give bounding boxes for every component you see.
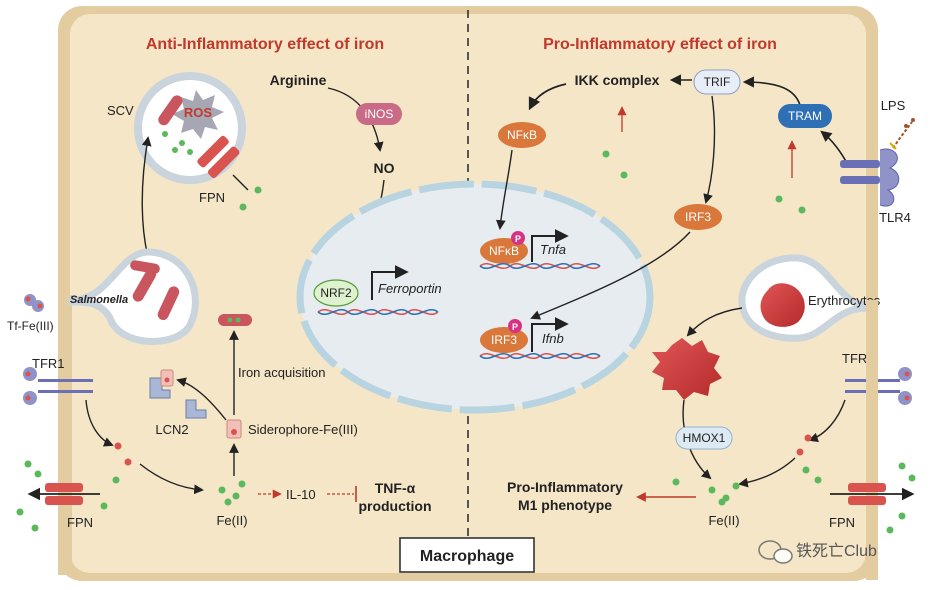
ifnb-promoter-arrow <box>531 317 569 352</box>
tram-to-trif-arrow <box>742 76 801 106</box>
irf3-p-protein <box>480 327 528 353</box>
ros-burst-icon <box>172 90 224 139</box>
salmonella-vacuole <box>68 248 199 345</box>
lcn2-icon <box>149 369 207 419</box>
hmox1-label: HMOX1 <box>683 431 726 445</box>
fpn-top-arrowline <box>232 174 249 191</box>
macrophage-label-box <box>399 537 535 573</box>
ikk-to-nfkb-arrow <box>528 83 567 111</box>
tfr1-right-arrow <box>808 399 846 443</box>
fe2-right-label: Fe(II) <box>708 513 739 528</box>
salmonella-bacterium-icon <box>157 286 180 321</box>
iron-acquisition-label: Iron acquisition <box>238 365 325 380</box>
scv-label: SCV <box>107 103 134 118</box>
dna-strand <box>479 353 601 359</box>
tfr1-left-arrow <box>85 399 114 447</box>
erythrocyte-degradation-arrow <box>686 307 743 337</box>
siderophore-label: Siderophore-Fe(III) <box>248 422 358 437</box>
tlr4-receptor <box>840 148 900 207</box>
phospho-label: P <box>512 322 518 332</box>
tf-fe-label: Tf-Fe(III) <box>7 319 54 333</box>
salmonella-bacterium-icon <box>132 268 157 302</box>
irf3-label: IRF3 <box>685 210 711 224</box>
fpn-top-channel <box>197 135 240 178</box>
siderophore-to-lcn2-arrow <box>176 377 227 421</box>
fpn-right-label: FPN <box>829 515 855 530</box>
nfkb-label: NFκB <box>507 128 537 142</box>
fpn-bottom-channel <box>45 483 83 505</box>
tlr4-label: TLR4 <box>879 210 911 225</box>
salmonella-icon <box>158 95 183 126</box>
irf3-protein <box>674 204 722 230</box>
wechat-icon <box>758 540 793 564</box>
inos-enzyme <box>356 103 402 125</box>
tnfa-promoter-arrow <box>531 229 569 262</box>
lcn2-label: LCN2 <box>155 422 188 437</box>
il10-label: IL-10 <box>286 487 316 502</box>
inos-label: iNOS <box>365 107 394 121</box>
fe2-left-label: Fe(II) <box>216 513 247 528</box>
fpn-bottom-label: FPN <box>67 515 93 530</box>
fpn-top-label: FPN <box>199 190 225 205</box>
hmox1-enzyme <box>675 426 733 450</box>
phospho-badge <box>511 231 525 245</box>
no-label: NO <box>374 160 395 176</box>
nrf2-label: NRF2 <box>320 286 352 300</box>
irf3-p-label: IRF3 <box>491 333 517 347</box>
ifnb-label: Ifnb <box>542 331 564 346</box>
tnfa-label: Tnfa <box>540 242 566 257</box>
ferroportin-promoter-arrow <box>371 265 409 300</box>
damaged-erythrocyte-icon <box>652 338 722 400</box>
left-title: Anti-Inflammatory effect of iron <box>146 36 384 53</box>
nfkb-to-nucleus-arrow <box>495 149 513 230</box>
tnf-label-line1: TNF-α <box>375 480 416 496</box>
lps-label: LPS <box>881 98 906 113</box>
tfr1-to-fe2-arrow <box>738 457 796 488</box>
tnf-label-line2: production <box>358 498 431 514</box>
trif-to-irf3-arrow <box>703 95 716 204</box>
ferroportin-label: Ferroportin <box>378 281 442 296</box>
nfkb-protein <box>498 122 546 148</box>
dna-strand <box>479 263 601 269</box>
erythrocyte-vacuole <box>738 254 870 342</box>
dna-strand <box>317 309 439 315</box>
tfr1-left-label: TFR1 <box>32 356 65 371</box>
right-membrane <box>866 300 878 580</box>
lps-icon <box>889 118 915 150</box>
phospho-label: P <box>515 234 521 244</box>
fpn-right-channel <box>848 483 886 505</box>
macrophage-label: Macrophage <box>420 548 514 565</box>
arginine-label: Arginine <box>270 72 327 88</box>
salmonella-bacterium-icon <box>130 260 160 274</box>
irf3-to-nucleus-arrow <box>530 231 691 320</box>
tf-fe-icon <box>24 294 44 312</box>
m1-label-line1: Pro-Inflammatory <box>507 479 623 495</box>
fe3-to-fe2-arrow <box>139 463 204 495</box>
trif-protein <box>693 69 741 95</box>
erythrocytes-label: Erythrocytes <box>808 293 881 308</box>
nrf2-protein <box>313 279 359 307</box>
watermark-label: 铁死亡Club <box>796 542 877 560</box>
tram-label: TRAM <box>788 109 822 123</box>
nfkb-p-label: NFκB <box>489 244 519 258</box>
erythrocyte-icon <box>760 283 805 327</box>
trif-label: TRIF <box>704 75 731 89</box>
tram-protein <box>778 104 832 128</box>
right-title: Pro-Inflammatory effect of iron <box>543 36 777 53</box>
ikk-label: IKK complex <box>575 72 660 88</box>
left-membrane <box>58 295 72 575</box>
phospho-badge <box>508 319 522 333</box>
tfr1-left-receptor <box>23 367 93 405</box>
ros-label: ROS <box>184 105 213 120</box>
salmonella-label: Salmonella <box>70 294 128 306</box>
m1-label-line2: M1 phenotype <box>518 497 612 513</box>
salmonella-small-icon <box>218 314 252 326</box>
